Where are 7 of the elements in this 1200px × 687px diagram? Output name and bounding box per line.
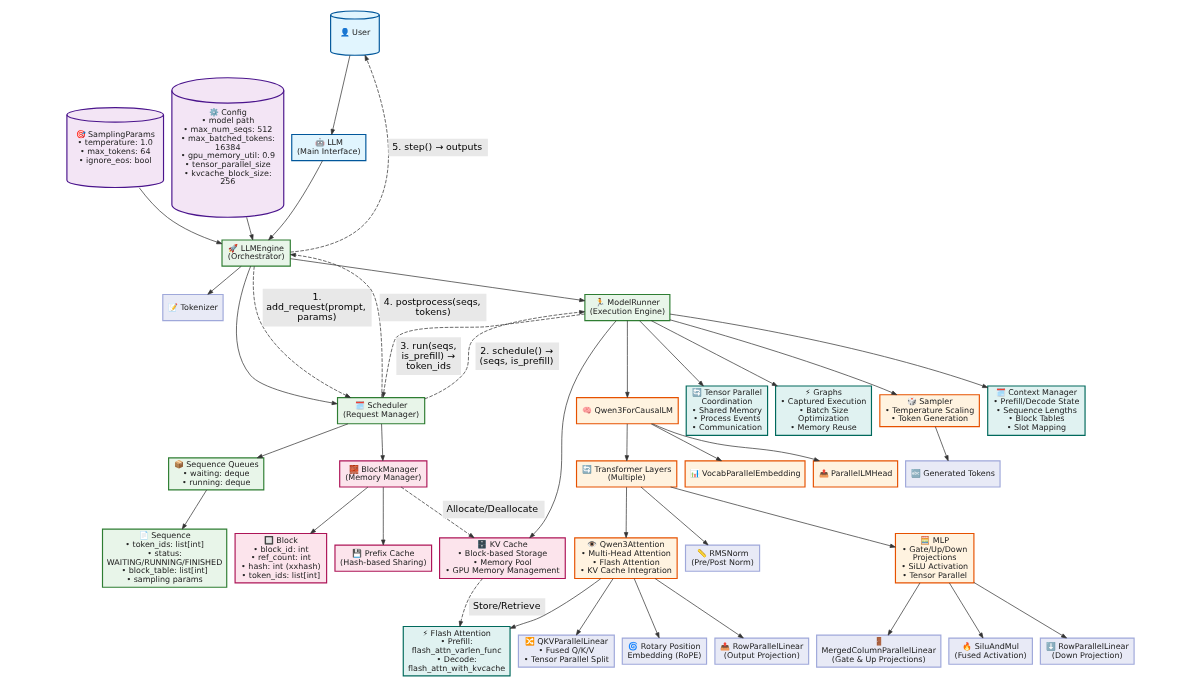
edge-label: 5. step() → outputs <box>391 141 482 152</box>
edge-label: Store/Retrieve <box>472 600 540 612</box>
edge-label: 4. postprocess(seqs, tokens) <box>383 295 481 318</box>
edge-label: 2. schedule() → (seqs, is_prefill) <box>479 344 553 366</box>
edge-label: 3. run(seqs, is_prefill) → token_ids <box>399 339 457 371</box>
edge-label: 1. add_request(prompt, params) <box>265 290 366 323</box>
edge-label: Allocate/Deallocate <box>445 502 538 514</box>
